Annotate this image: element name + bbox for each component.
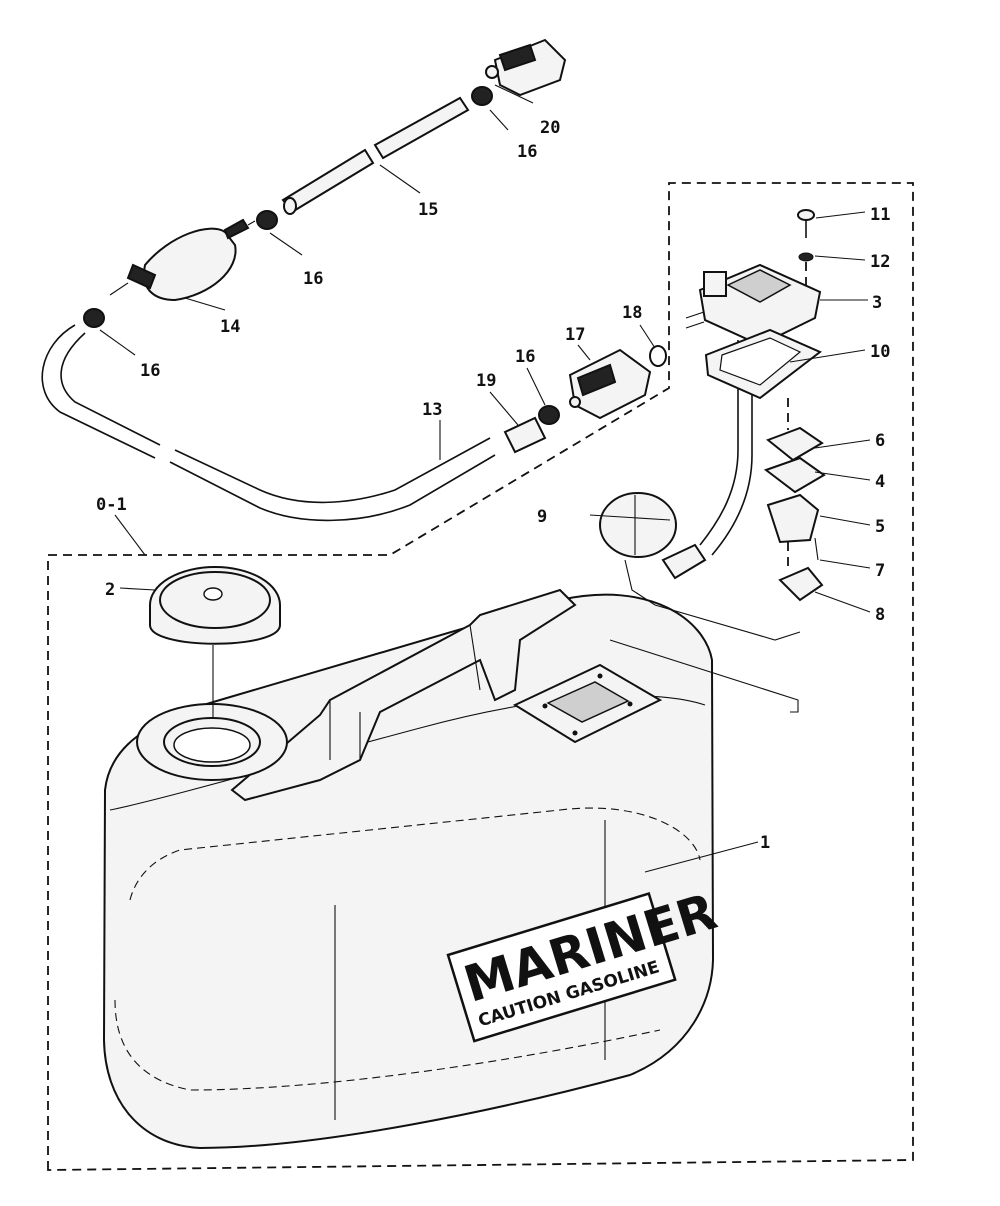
callout-0-1: 0-1 xyxy=(96,495,127,515)
callout-16-top: 16 xyxy=(517,142,537,162)
callout-16-left: 16 xyxy=(140,361,160,381)
connector-17 xyxy=(568,348,652,420)
fuel-hose-13 xyxy=(41,324,496,522)
screw-11 xyxy=(797,209,815,238)
callout-18: 18 xyxy=(622,303,642,323)
callout-10: 10 xyxy=(870,342,890,362)
washer-12 xyxy=(798,252,814,262)
primer-bulb xyxy=(109,218,256,302)
callout-13: 13 xyxy=(422,400,442,420)
o-ring-18 xyxy=(649,345,667,367)
callout-8: 8 xyxy=(875,605,885,625)
callout-14: 14 xyxy=(220,317,240,337)
callout-3: 3 xyxy=(872,293,882,313)
callout-15: 15 xyxy=(418,200,438,220)
fuel-hose-15 xyxy=(281,96,470,215)
filler-cap xyxy=(149,566,281,645)
callout-4: 4 xyxy=(875,472,885,492)
callout-9: 9 xyxy=(537,507,547,527)
callout-2: 2 xyxy=(105,580,115,600)
fuel-tank xyxy=(102,588,715,1150)
leader-lines xyxy=(99,84,871,873)
callout-1: 1 xyxy=(760,833,770,853)
callout-16-right: 16 xyxy=(515,347,535,367)
callout-19: 19 xyxy=(476,371,496,391)
fuel-pickup-assembly xyxy=(599,263,826,713)
callout-labels: 1 2 3 4 5 6 7 8 9 10 11 12 13 14 15 16 1… xyxy=(96,118,890,853)
hose-fitting-16 xyxy=(83,86,560,425)
assembly-boundary xyxy=(47,182,914,1171)
callout-16-mid: 16 xyxy=(303,269,323,289)
callout-11: 11 xyxy=(870,205,890,225)
callout-7: 7 xyxy=(875,561,885,581)
connector-20 xyxy=(485,38,567,97)
callout-6: 6 xyxy=(875,431,885,451)
callout-5: 5 xyxy=(875,517,885,537)
callout-12: 12 xyxy=(870,252,890,272)
callout-17: 17 xyxy=(565,325,585,345)
callout-20: 20 xyxy=(540,118,560,138)
sleeve-19 xyxy=(503,416,547,454)
